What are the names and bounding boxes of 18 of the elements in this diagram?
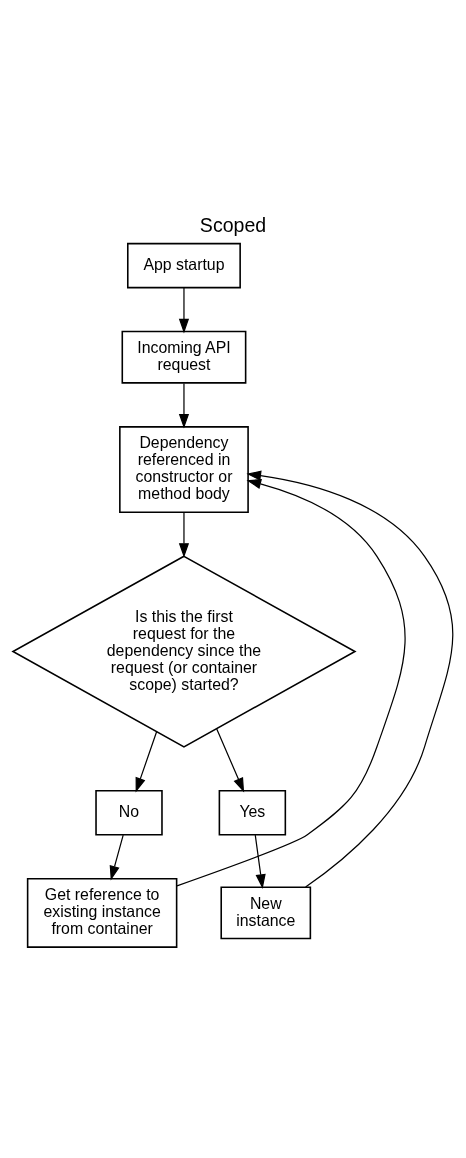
arrow (246, 470, 454, 888)
arrow (178, 286, 190, 333)
arrow (135, 730, 158, 792)
arrow (178, 382, 190, 429)
diagram-title: Scoped (199, 213, 267, 236)
node-box: New instance (220, 885, 312, 939)
arrow (216, 727, 245, 792)
arrow (176, 478, 406, 886)
node-box: Yes (218, 789, 287, 836)
node-box: No (95, 789, 163, 836)
arrow (178, 511, 190, 558)
node-box: Get reference to existing instance from container (26, 877, 178, 948)
node-box: App startup (127, 242, 241, 288)
node-box: Dependency referenced in constructor or method body (119, 425, 249, 513)
arrow (254, 834, 266, 889)
arrow (109, 834, 124, 880)
node-box: Incoming API request (121, 330, 247, 384)
node-diamond: Is this the first request for the dependency since the request (or container scope) started? (11, 554, 357, 748)
